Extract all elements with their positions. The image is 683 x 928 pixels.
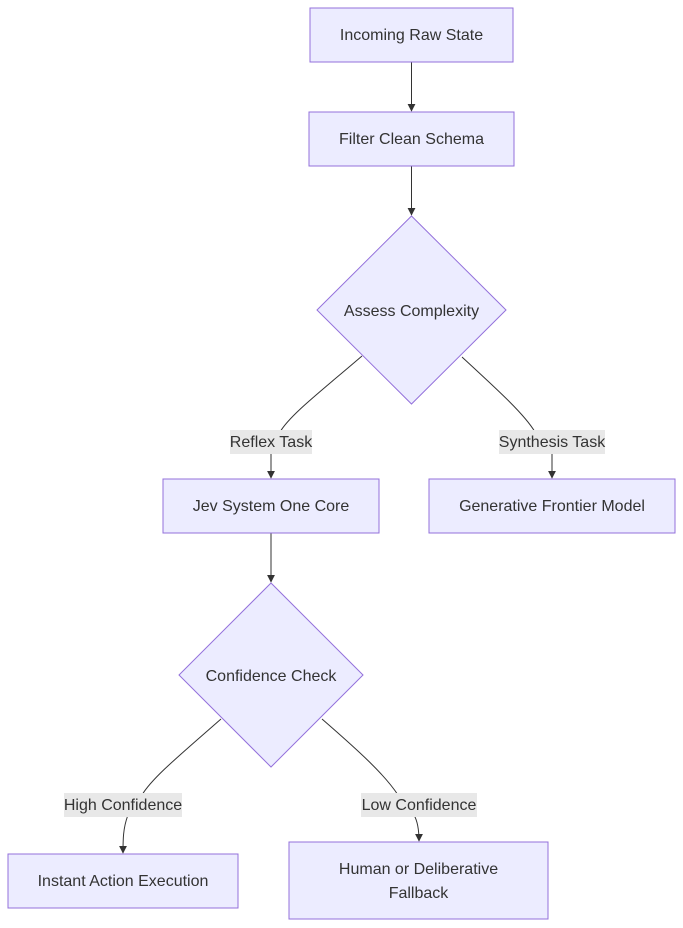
edge-label-synthesis-text: Synthesis Task	[499, 434, 606, 451]
node-confidence-check: Confidence Check	[178, 582, 364, 768]
edge-assess-to-jev	[271, 355, 363, 478]
edge-label-high-text: High Confidence	[64, 797, 182, 814]
edge-label-low-text: Low Confidence	[362, 797, 477, 814]
edge-label-reflex-task: Reflex Task	[230, 430, 313, 454]
node-incoming-raw-state: Incoming Raw State	[309, 7, 514, 63]
edges	[123, 62, 552, 853]
node-jev-label: Jev System One Core	[193, 498, 350, 515]
node-generative-label: Generative Frontier Model	[459, 498, 645, 515]
edge-label-synthesis-task: Synthesis Task	[499, 430, 606, 454]
node-assess-label: Assess Complexity	[344, 303, 479, 320]
edge-confidence-to-instant	[123, 718, 222, 853]
node-human-label-line2: Fallback	[389, 885, 450, 902]
edge-label-low-confidence: Low Confidence	[361, 793, 477, 817]
node-generative-frontier-model: Generative Frontier Model	[428, 478, 676, 534]
node-human-label-line1: Human or Deliberative	[339, 861, 498, 878]
node-filter-label: Filter Clean Schema	[339, 131, 484, 148]
node-confidence-label: Confidence Check	[206, 668, 338, 685]
node-jev-system-one-core: Jev System One Core	[162, 478, 380, 534]
node-filter-clean-schema: Filter Clean Schema	[308, 111, 515, 167]
edge-label-reflex-text: Reflex Task	[230, 434, 313, 451]
edge-label-high-confidence: High Confidence	[64, 793, 182, 817]
edge-confidence-to-human	[321, 718, 419, 841]
edge-assess-to-generative	[461, 356, 552, 478]
node-instant-label: Instant Action Execution	[38, 873, 209, 890]
node-instant-action-execution: Instant Action Execution	[7, 853, 239, 909]
node-human-or-deliberative-fallback: Human or Deliberative Fallback	[288, 841, 549, 920]
node-assess-complexity: Assess Complexity	[316, 215, 507, 405]
node-incoming-label: Incoming Raw State	[340, 27, 483, 44]
